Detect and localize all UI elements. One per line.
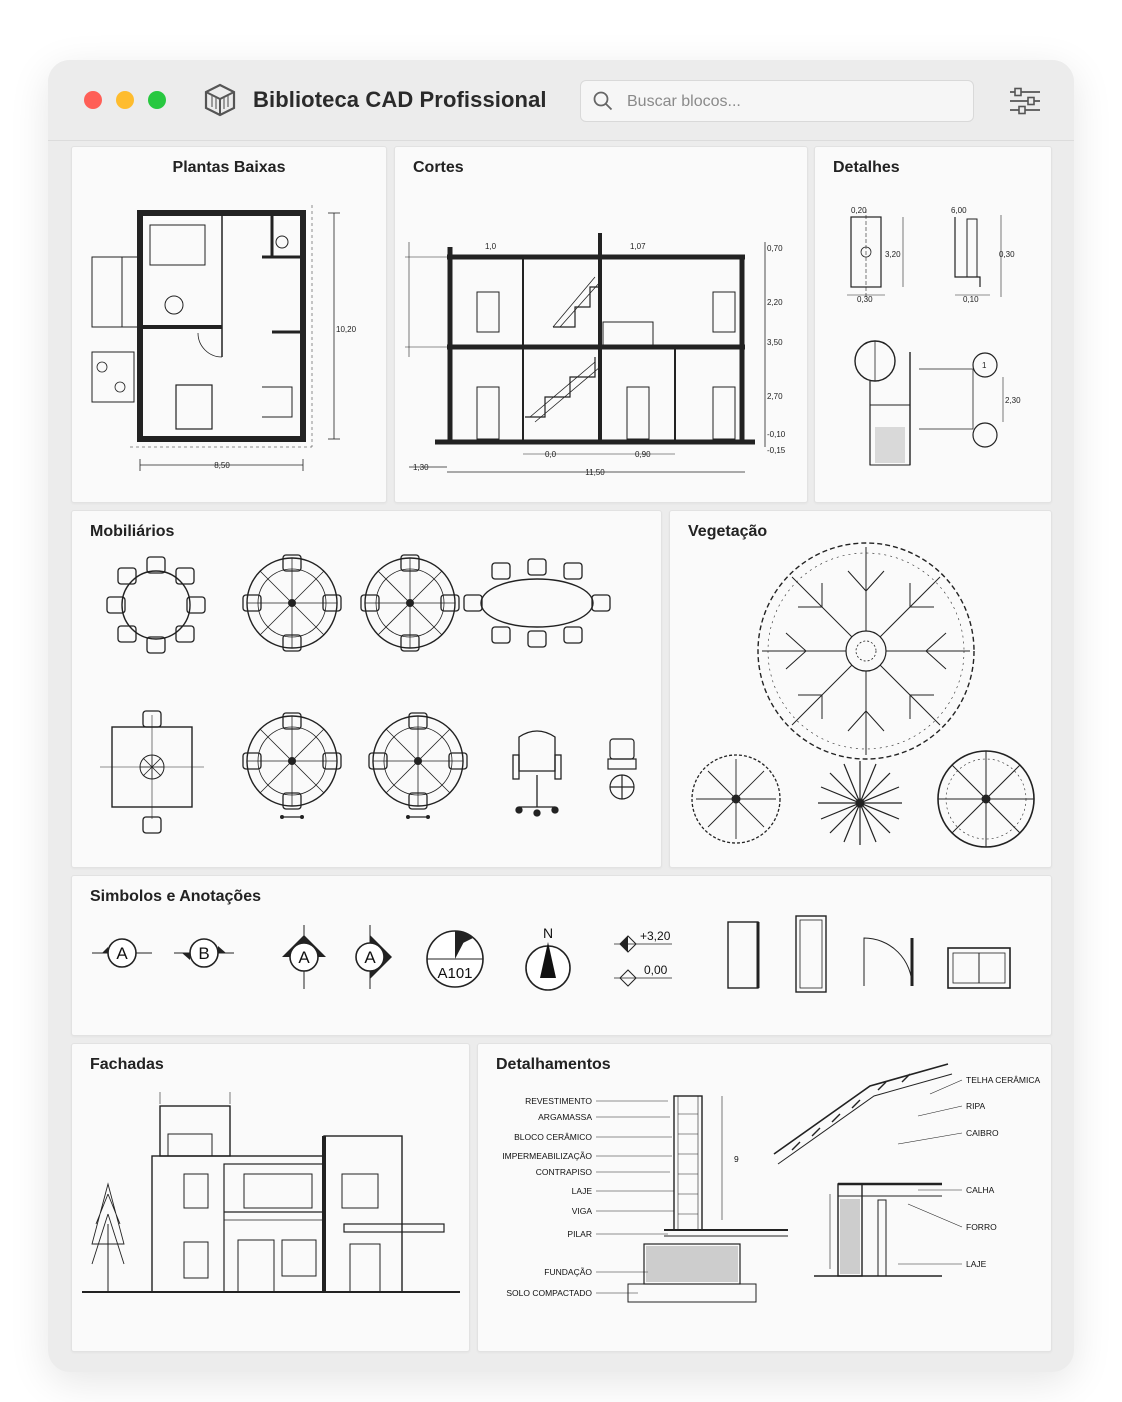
section-marker-b-label: B xyxy=(198,944,209,963)
detail-label-argamassa: ARGAMASSA xyxy=(538,1112,592,1122)
card-title-detalhamentos: Detalhamentos xyxy=(496,1056,611,1073)
detail-label-telha-ceramica: TELHA CERÂMICA xyxy=(966,1075,1040,1085)
detail-label-viga: VIGA xyxy=(572,1206,593,1216)
detail-label-caibro: CAIBRO xyxy=(966,1128,999,1138)
detail-label-fundacao: FUNDAÇÃO xyxy=(544,1267,592,1277)
cube-logo-icon xyxy=(204,83,236,117)
category-card-cortes[interactable]: 11,50 1,30 0,0 0,90 0,70 2,20 3,50 2,70 … xyxy=(394,146,808,503)
level-mark-1-label: +3,20 xyxy=(640,929,671,943)
detail-g-dim: 2,30 xyxy=(1005,396,1021,405)
details-drawing: 0,20 3,20 0,30 6,00 0,30 0,10 2,30 1 xyxy=(847,206,1021,466)
app-title: Biblioteca CAD Profissional xyxy=(253,87,547,112)
plan-height-dimension: 10,20 xyxy=(336,325,357,334)
section-h4-dim: 2,70 xyxy=(767,392,783,401)
north-arrow-label: N xyxy=(543,925,553,941)
detail-label-calha: CALHA xyxy=(966,1185,995,1195)
minimize-window-button[interactable] xyxy=(116,91,134,109)
app-window: Biblioteca CAD Profissional xyxy=(48,60,1074,1372)
category-card-simbolos[interactable]: A B A A xyxy=(71,875,1052,1036)
plan-width-dimension: 8,50 xyxy=(214,461,230,470)
category-card-detalhes[interactable]: 0,20 3,20 0,30 6,00 0,30 0,10 2,30 1 Det… xyxy=(814,146,1052,503)
section-cut-drawing: 11,50 1,30 0,0 0,90 0,70 2,20 3,50 2,70 … xyxy=(405,233,786,477)
title-bar: Biblioteca CAD Profissional xyxy=(48,60,1074,141)
level-mark-2-label: 0,00 xyxy=(644,963,668,977)
section-h1-dim: 0,70 xyxy=(767,244,783,253)
card-title-mobiliarios: Mobiliários xyxy=(90,523,175,540)
sliders-icon[interactable] xyxy=(1008,86,1042,116)
category-card-detalhamentos[interactable]: REVESTIMENTO ARGAMASSA BLOCO CERÂMICO IM… xyxy=(477,1043,1052,1352)
card-title-detalhes: Detalhes xyxy=(833,159,900,176)
maximize-window-button[interactable] xyxy=(148,91,166,109)
card-title-simbolos: Simbolos e Anotações xyxy=(90,888,261,905)
section-h3-dim: 3,50 xyxy=(767,338,783,347)
detail-callout-label: A101 xyxy=(437,965,472,982)
detail-f-dim: 0,10 xyxy=(963,295,979,304)
category-card-fachadas[interactable]: Fachadas xyxy=(71,1043,470,1352)
card-title-vegetacao: Vegetação xyxy=(688,523,768,540)
detail-d-dim: 6,00 xyxy=(951,206,967,215)
section-d1-dim: 0,0 xyxy=(545,450,557,459)
search-box[interactable] xyxy=(580,80,974,123)
furniture-blocks-drawing xyxy=(100,511,637,834)
close-window-button[interactable] xyxy=(84,91,102,109)
search-input[interactable] xyxy=(625,81,959,123)
facade-drawing xyxy=(82,1092,460,1293)
floor-plan-drawing: 8,50 10,20 xyxy=(91,205,357,471)
detail-label-laje: LAJE xyxy=(572,1186,593,1196)
detail-h-dim: 1 xyxy=(982,361,987,370)
vegetation-blocks-drawing xyxy=(691,542,1035,848)
detail-label-bloco-ceramico: BLOCO CERÂMICO xyxy=(514,1132,592,1142)
detail-c-dim: 0,30 xyxy=(857,295,873,304)
construction-details-drawing: REVESTIMENTO ARGAMASSA BLOCO CERÂMICO IM… xyxy=(502,1063,1040,1303)
section-top1-dim: 1,0 xyxy=(485,242,497,251)
detail-label-revestimento: REVESTIMENTO xyxy=(525,1096,592,1106)
section-h2-dim: 2,20 xyxy=(767,298,783,307)
category-card-plantas-baixas[interactable]: 8,50 10,20 Plantas Baixas xyxy=(71,146,387,503)
card-title-fachadas: Fachadas xyxy=(90,1056,164,1073)
section-left-dim: 1,30 xyxy=(413,463,429,472)
detail-e-dim: 0,30 xyxy=(999,250,1015,259)
search-icon xyxy=(593,91,613,111)
elevation-marker-a2-label: A xyxy=(364,948,376,967)
detail-label-solo-compactado: SOLO COMPACTADO xyxy=(506,1288,592,1298)
section-h6-dim: -0,15 xyxy=(767,446,786,455)
elevation-marker-a1-label: A xyxy=(298,948,310,967)
detail-label-roof-laje: LAJE xyxy=(966,1259,987,1269)
annotation-symbols-drawing: A B A A xyxy=(92,915,1011,993)
detail-b-dim: 3,20 xyxy=(885,250,901,259)
section-d2-dim: 0,90 xyxy=(635,450,651,459)
detail-label-impermeabilizacao: IMPERMEABILIZAÇÃO xyxy=(502,1151,592,1161)
detail-label-forro: FORRO xyxy=(966,1222,997,1232)
detail-label-contrapiso: CONTRAPISO xyxy=(536,1167,593,1177)
detail-wall-dim: 9 xyxy=(734,1154,739,1164)
detail-a-dim: 0,20 xyxy=(851,206,867,215)
section-marker-a-label: A xyxy=(116,944,128,963)
category-card-vegetacao[interactable]: Vegetação xyxy=(669,510,1052,868)
detail-label-pilar: PILAR xyxy=(567,1229,592,1239)
category-card-mobiliarios[interactable]: Mobiliários xyxy=(71,510,662,868)
section-top2-dim: 1,07 xyxy=(630,242,646,251)
detail-label-ripa: RIPA xyxy=(966,1101,986,1111)
card-title-cortes: Cortes xyxy=(413,159,464,176)
section-total-dim: 11,50 xyxy=(585,468,605,477)
section-h5-dim: -0,10 xyxy=(767,430,786,439)
card-title-plantas-baixas: Plantas Baixas xyxy=(172,159,286,176)
